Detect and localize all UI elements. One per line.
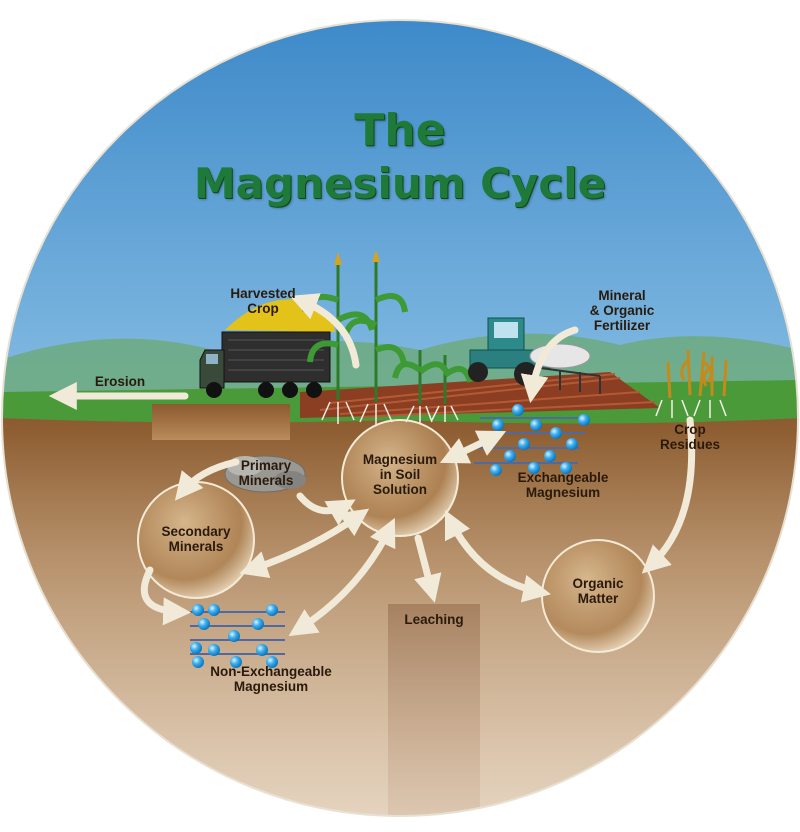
crop-residues-label-line2: Residues [659,437,721,452]
non-exchangeable-magnesium-label-line2: Magnesium [233,679,309,694]
soil-solution-label-line2: in Soil [379,467,421,482]
solution-exchange-arrow [439,430,507,464]
non-exchangeable-magnesium-label-line1: Non-Exchangeable [210,664,332,679]
secondary-minerals-label: Secondary Minerals [150,524,242,554]
primary-minerals-label-line1: Primary [240,458,292,473]
leaching-label: Leaching [388,612,480,627]
non-exchangeable-magnesium-lattice [190,604,285,668]
harvested-crop-label-line2: Crop [247,301,279,316]
harvested-crop-label: Harvested Crop [218,286,308,316]
fertilizer-arrow [520,326,579,404]
mineral-fertilizer-label-line3: Fertilizer [593,318,651,333]
harvested-crop-label-line1: Harvested [230,286,296,301]
circle-border [1,19,799,817]
primary-minerals-label-line2: Minerals [238,473,294,488]
exchangeable-magnesium-label-line1: Exchangeable [517,470,609,485]
mineral-fertilizer-label: Mineral & Organic Fertilizer [572,288,672,333]
residue-roots [655,399,727,418]
non-exchangeable-magnesium-label: Non-Exchangeable Magnesium [196,664,346,694]
title-line-2: Magnesium Cycle [193,159,607,208]
leaching-label-text: Leaching [404,612,464,627]
primary-to-secondary-arrow [174,458,240,501]
nonexchangeable-solution-arrow [288,517,396,637]
organic-solution-arrow [444,509,551,603]
organic-matter-label: Organic Matter [558,576,638,606]
crop-residues-label-line1: Crop [674,422,706,437]
cycle-arrows [48,293,696,637]
leaching-arrow [414,534,442,603]
soil-solution-label-line3: Solution [373,482,427,497]
organic-matter-label-line1: Organic [572,576,624,591]
crop-residues-label: Crop Residues [648,422,732,452]
soil-solution-label-line1: Magnesium [362,452,438,467]
soil-solution-bubble [341,419,459,537]
soil-solution-label: Magnesium in Soil Solution [350,452,450,497]
exchangeable-magnesium-label-line2: Magnesium [525,485,601,500]
secondary-minerals-label-line2: Minerals [168,539,224,554]
title-line-1: The [354,105,446,156]
residues-to-organic-arrow [641,416,696,574]
organic-matter-label-line2: Matter [577,591,619,606]
erosion-label-text: Erosion [94,374,146,389]
primary-minerals-label: Primary Minerals [226,458,306,488]
secondary-to-nonexchangeable-arrow [140,566,192,626]
exchangeable-magnesium-label: Exchangeable Magnesium [498,470,628,500]
secondary-minerals-label-line1: Secondary [161,524,231,539]
mineral-fertilizer-label-line2: & Organic [589,303,655,318]
erosion-label: Erosion [80,374,160,389]
corn-tassels [334,250,380,265]
mineral-fertilizer-label-line1: Mineral [598,288,646,303]
plant-roots [321,401,459,426]
harvest-arrow [289,293,360,369]
crop-residue-plants [666,349,728,399]
